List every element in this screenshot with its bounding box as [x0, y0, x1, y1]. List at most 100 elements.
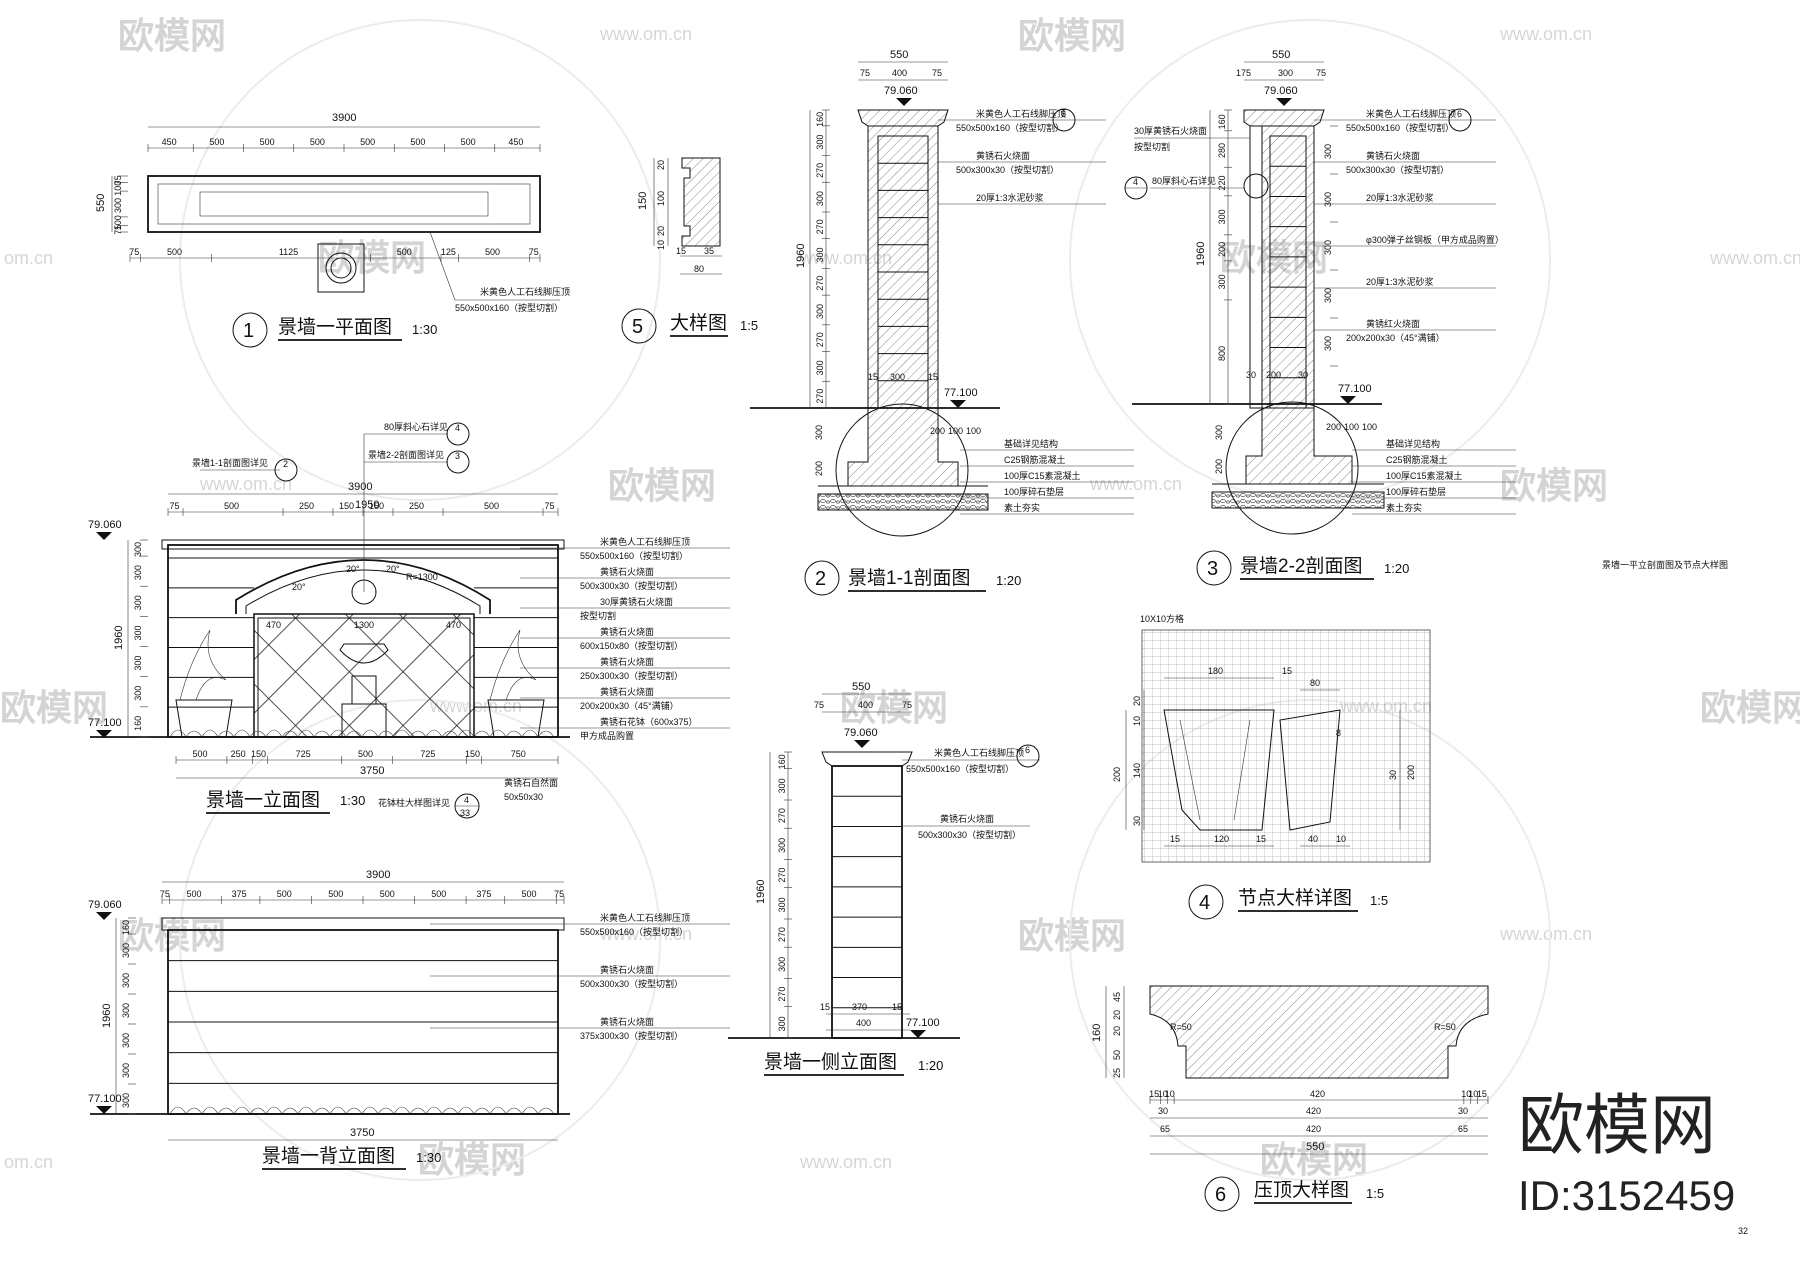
dim-label: 20: [656, 226, 666, 236]
dim-label: 30: [1298, 370, 1308, 380]
watermark-ring: [179, 19, 661, 501]
watermark-url: www.om.cn: [599, 924, 692, 944]
dim-label: 180: [1208, 666, 1223, 676]
dim-label: 500: [380, 889, 395, 899]
dim-label: 175: [1236, 68, 1251, 78]
dim-label: 3900: [366, 869, 390, 881]
view-scale: 1:20: [996, 573, 1021, 588]
dim-label: 80: [1310, 678, 1320, 688]
dim-label: 200: [1406, 765, 1416, 780]
dim-label: 470: [446, 620, 461, 630]
note-spec: 550x500x160（按型切割）: [956, 122, 1064, 133]
dim-label: 300: [133, 542, 143, 557]
level-label: 77.100: [88, 1093, 122, 1105]
view-title: 景墙1-1剖面图: [848, 567, 970, 589]
note-material: 黄锈石花钵（600x375）: [600, 716, 698, 727]
dim-label: 725: [296, 749, 311, 759]
view-title: 大样图: [670, 312, 727, 334]
elev-arch: [235, 559, 491, 614]
dim-label: 500: [484, 501, 499, 511]
note-material: 20厚1:3水泥砂浆: [1366, 192, 1434, 203]
dim-label: 550: [852, 681, 870, 693]
dim-label: 270: [815, 276, 825, 291]
dim-label: 500: [397, 247, 412, 257]
note-material: 素土夯实: [1004, 502, 1040, 513]
section-1-1-view: 77.100 550 75 400 75 79.060 1960 1603002…: [750, 49, 1134, 596]
arch-angle: 20°: [292, 582, 306, 592]
dim-label: 550: [890, 49, 908, 61]
note-material: 80厚斜心石详见: [1152, 175, 1216, 186]
level-marker: [910, 1030, 926, 1038]
view-number-circle: [232, 312, 268, 348]
sec2-wall: [1261, 125, 1315, 409]
ref-num: 6: [1061, 109, 1066, 119]
side-pillar: [831, 765, 903, 1039]
dim-label: 10: [1132, 716, 1142, 726]
dim-label: 300: [1323, 192, 1333, 207]
plan-outline: [147, 175, 541, 233]
note-material: 黄锈石火烧面: [600, 1016, 654, 1027]
dim-label: 500: [224, 501, 239, 511]
dim-label: 1125: [279, 247, 298, 257]
ref-num: 6: [1457, 109, 1462, 119]
note-material: 100厚C15素混凝土: [1004, 470, 1081, 481]
dim-label: 10: [1336, 834, 1346, 844]
note-material: 30厚黄锈石火烧面: [600, 596, 673, 607]
watermark-logo: 欧模网: [0, 687, 108, 728]
dim-label: 75: [1316, 68, 1326, 78]
dim-label: 300: [1278, 68, 1293, 78]
dim-label: 420: [1306, 1124, 1321, 1134]
dim-label: 200: [1326, 422, 1341, 432]
dim-label: 300: [1323, 288, 1333, 303]
dim-label: 100: [966, 426, 981, 436]
watermark-url: www.om.cn: [1499, 24, 1592, 44]
dim-label: 300: [814, 425, 824, 440]
note-material: 黄锈石火烧面: [600, 566, 654, 577]
ref-num: 4: [1133, 177, 1138, 187]
view-scale: 1:30: [412, 322, 437, 337]
ref-num: 6: [1025, 745, 1030, 755]
dim-label: 300: [133, 686, 143, 701]
dim-label: 400: [856, 1018, 871, 1028]
dim-label: 160: [121, 920, 131, 935]
watermark-logo: 欧模网: [318, 237, 426, 278]
dim-label: 30: [1388, 770, 1398, 780]
brand-name: 欧模网: [1518, 1088, 1716, 1162]
dim-label: 15: [1149, 1089, 1159, 1099]
note-material: 黄锈红火烧面: [1366, 318, 1420, 329]
view-number-circle: [1196, 550, 1232, 586]
dim-label: 220: [1217, 176, 1227, 191]
dim-label: 100: [1362, 422, 1377, 432]
view-scale: 1:5: [1366, 1186, 1384, 1201]
sec-footing: [847, 407, 959, 487]
dim-label: 500: [360, 137, 375, 147]
dim-label: 200: [1217, 242, 1227, 257]
page-number: 32: [1738, 1226, 1748, 1236]
view-number: 1: [243, 320, 254, 342]
level-marker: [854, 740, 870, 748]
side-elevation-view: 77.100 550 75 400 75 79.060 1960 1603002…: [728, 681, 1040, 1076]
dim-label: 300: [1323, 336, 1333, 351]
dim-label: 100: [113, 215, 123, 230]
note-spec: 250x300x30（按型切割）: [580, 670, 683, 681]
dim-label: 3750: [350, 1127, 374, 1139]
dim-label: 500: [310, 137, 325, 147]
level-marker: [96, 1106, 112, 1114]
watermark-url: www.om.cn: [1089, 474, 1182, 494]
dim-label: 375: [476, 889, 491, 899]
dim-label: 300: [777, 897, 787, 912]
dim-label: 300: [121, 1033, 131, 1048]
watermark-url: om.cn: [4, 248, 53, 268]
watermark-logo: 欧模网: [608, 465, 716, 506]
view-title: 节点大样详图: [1238, 887, 1352, 909]
dim-label: 725: [420, 749, 435, 759]
view-title: 景墙一背立面图: [262, 1145, 395, 1167]
dim-label: 300: [133, 565, 143, 580]
detail-profile: [681, 157, 721, 247]
dim-label: 10: [1158, 1089, 1168, 1099]
ref-label: 80厚斜心石详见: [384, 421, 448, 432]
dim-label: 3900: [348, 481, 372, 493]
note-material: 黄锈石火烧面: [600, 626, 654, 637]
